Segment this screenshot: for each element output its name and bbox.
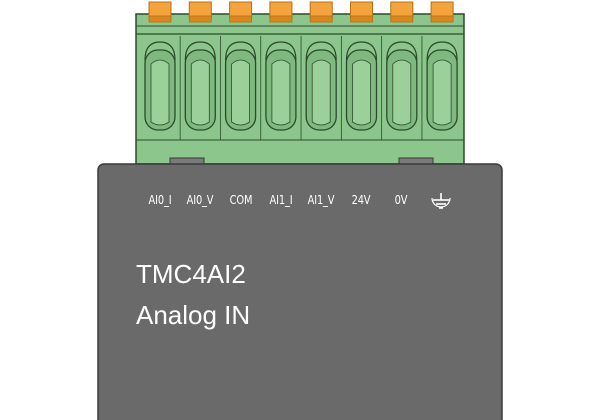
pin-label-ai0-v: AI0_V: [186, 193, 214, 207]
clamp-arch: [345, 41, 378, 61]
pin-label-com: COM: [229, 193, 253, 207]
wire-entry-inner: [271, 59, 291, 126]
release-tab-base: [309, 15, 333, 23]
module-housing: [97, 163, 503, 420]
pin-label-ai0-i: AI0_I: [148, 193, 172, 207]
wire-entry-inner: [190, 59, 210, 126]
wire-entry-inner: [432, 59, 452, 126]
clamp-arch: [225, 41, 257, 61]
clamp-arch: [144, 41, 176, 61]
wire-entry-inner: [231, 59, 250, 126]
clamp-arch: [426, 41, 458, 61]
clamp-arch: [265, 41, 297, 61]
module-description: Analog IN: [136, 300, 251, 330]
clamp-arch: [386, 41, 418, 61]
release-tab-base: [430, 15, 454, 23]
release-tab-base: [188, 15, 212, 23]
clamp-arch: [305, 41, 337, 61]
module-body: [97, 163, 503, 420]
pin-label-ai1-v: AI1_V: [307, 193, 335, 207]
wire-entry-inner: [352, 59, 371, 126]
pin-label-ai1-i: AI1_I: [269, 193, 293, 207]
release-tab-base: [229, 15, 253, 23]
wire-entry-inner: [311, 59, 331, 126]
module-model: TMC4AI2: [136, 259, 246, 289]
release-tab-base: [390, 15, 414, 23]
release-tab-base: [148, 15, 172, 23]
ground-icon: [431, 193, 451, 209]
release-tab-base: [269, 15, 293, 23]
wire-entry-inner: [392, 59, 412, 126]
clamp-arch: [184, 41, 216, 61]
pin-label-0v: 0V: [394, 193, 408, 207]
release-tab-base: [350, 15, 373, 23]
terminal-block: [135, 1, 465, 167]
wire-entry-inner: [150, 59, 170, 126]
pin-label-24v: 24V: [351, 193, 371, 207]
